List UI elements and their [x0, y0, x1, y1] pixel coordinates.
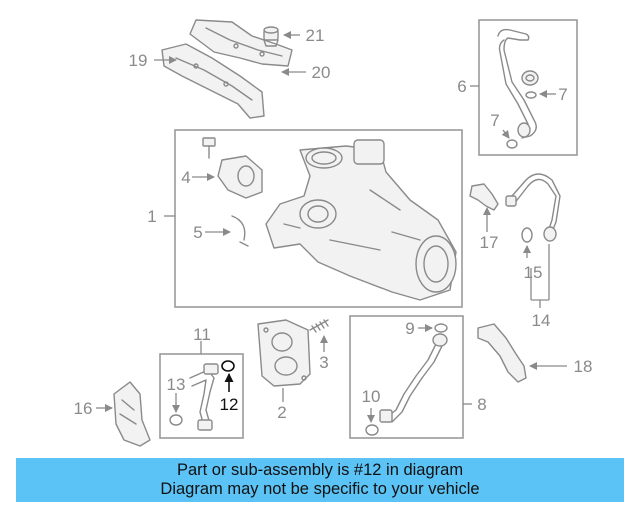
- callout-7-lower: 7: [558, 85, 567, 104]
- callout-4: 4: [181, 168, 190, 187]
- gasket-part: [257, 319, 311, 387]
- caption-line-1: Part or sub-assembly is #12 in diagram: [176, 461, 464, 479]
- caption-line-2: Diagram may not be specific to your vehi…: [160, 480, 480, 498]
- callout-6: 6: [457, 77, 466, 96]
- callout-12: 12: [220, 395, 239, 414]
- callout-21: 21: [306, 26, 325, 45]
- oil-line-upper-part: [497, 28, 539, 139]
- bolt-part: [202, 137, 216, 159]
- washer-part: [365, 323, 448, 436]
- gasket-ring-part: [521, 227, 533, 243]
- callout-18: 18: [574, 357, 593, 376]
- callout-leaders: [96, 31, 567, 423]
- callout-14: 14: [532, 311, 551, 330]
- callout-1: 1: [147, 207, 156, 226]
- oil-line-box: [478, 19, 578, 156]
- callout-5: 5: [193, 223, 202, 242]
- o-ring-part-12: [221, 360, 235, 372]
- callout-17: 17: [480, 233, 499, 252]
- callout-10: 10: [362, 387, 381, 406]
- parts-diagram: 1 3 4 5 6 7 7 8 9 10 11 12 13 14 15 16 1…: [74, 19, 593, 447]
- callout-19: 19: [129, 51, 148, 70]
- callout-8: 8: [477, 395, 486, 414]
- coolant-line-part: [505, 173, 561, 242]
- caption-banner: Part or sub-assembly is #12 in diagram D…: [16, 458, 624, 502]
- seal-ring-part: [506, 91, 537, 149]
- oil-return-line-part: [189, 363, 219, 431]
- actuator-part: [217, 155, 263, 199]
- nut-part: [263, 26, 279, 47]
- turbocharger-part: [265, 139, 457, 301]
- heat-shield-lower-left-part: [113, 381, 151, 447]
- callout-16: 16: [74, 399, 93, 418]
- heat-shield-lower-part: [161, 43, 265, 119]
- callout-20: 20: [312, 63, 331, 82]
- oil-feed-box: [349, 315, 464, 439]
- stud-part: [309, 319, 329, 333]
- callout-3: 3: [319, 353, 328, 372]
- callout-2: 2: [277, 403, 286, 422]
- callout-9: 9: [405, 319, 414, 338]
- turbocharger-box: [174, 129, 463, 308]
- oil-feed-line-part: [379, 333, 448, 423]
- bracket-part: [469, 183, 499, 211]
- o-ring-part-13: [169, 414, 183, 426]
- pipe-bracket-part: [477, 323, 527, 383]
- callout-11: 11: [193, 325, 211, 344]
- callout-7-upper: 7: [490, 111, 499, 130]
- hose-clamp-part: [231, 215, 249, 247]
- heat-shield-upper-part: [189, 19, 293, 67]
- callout-labels: 1 3 4 5 6 7 7 8 9 10 11 12 13 14 15 16 1…: [74, 26, 593, 422]
- callout-15: 15: [524, 263, 543, 282]
- callout-13: 13: [167, 375, 186, 394]
